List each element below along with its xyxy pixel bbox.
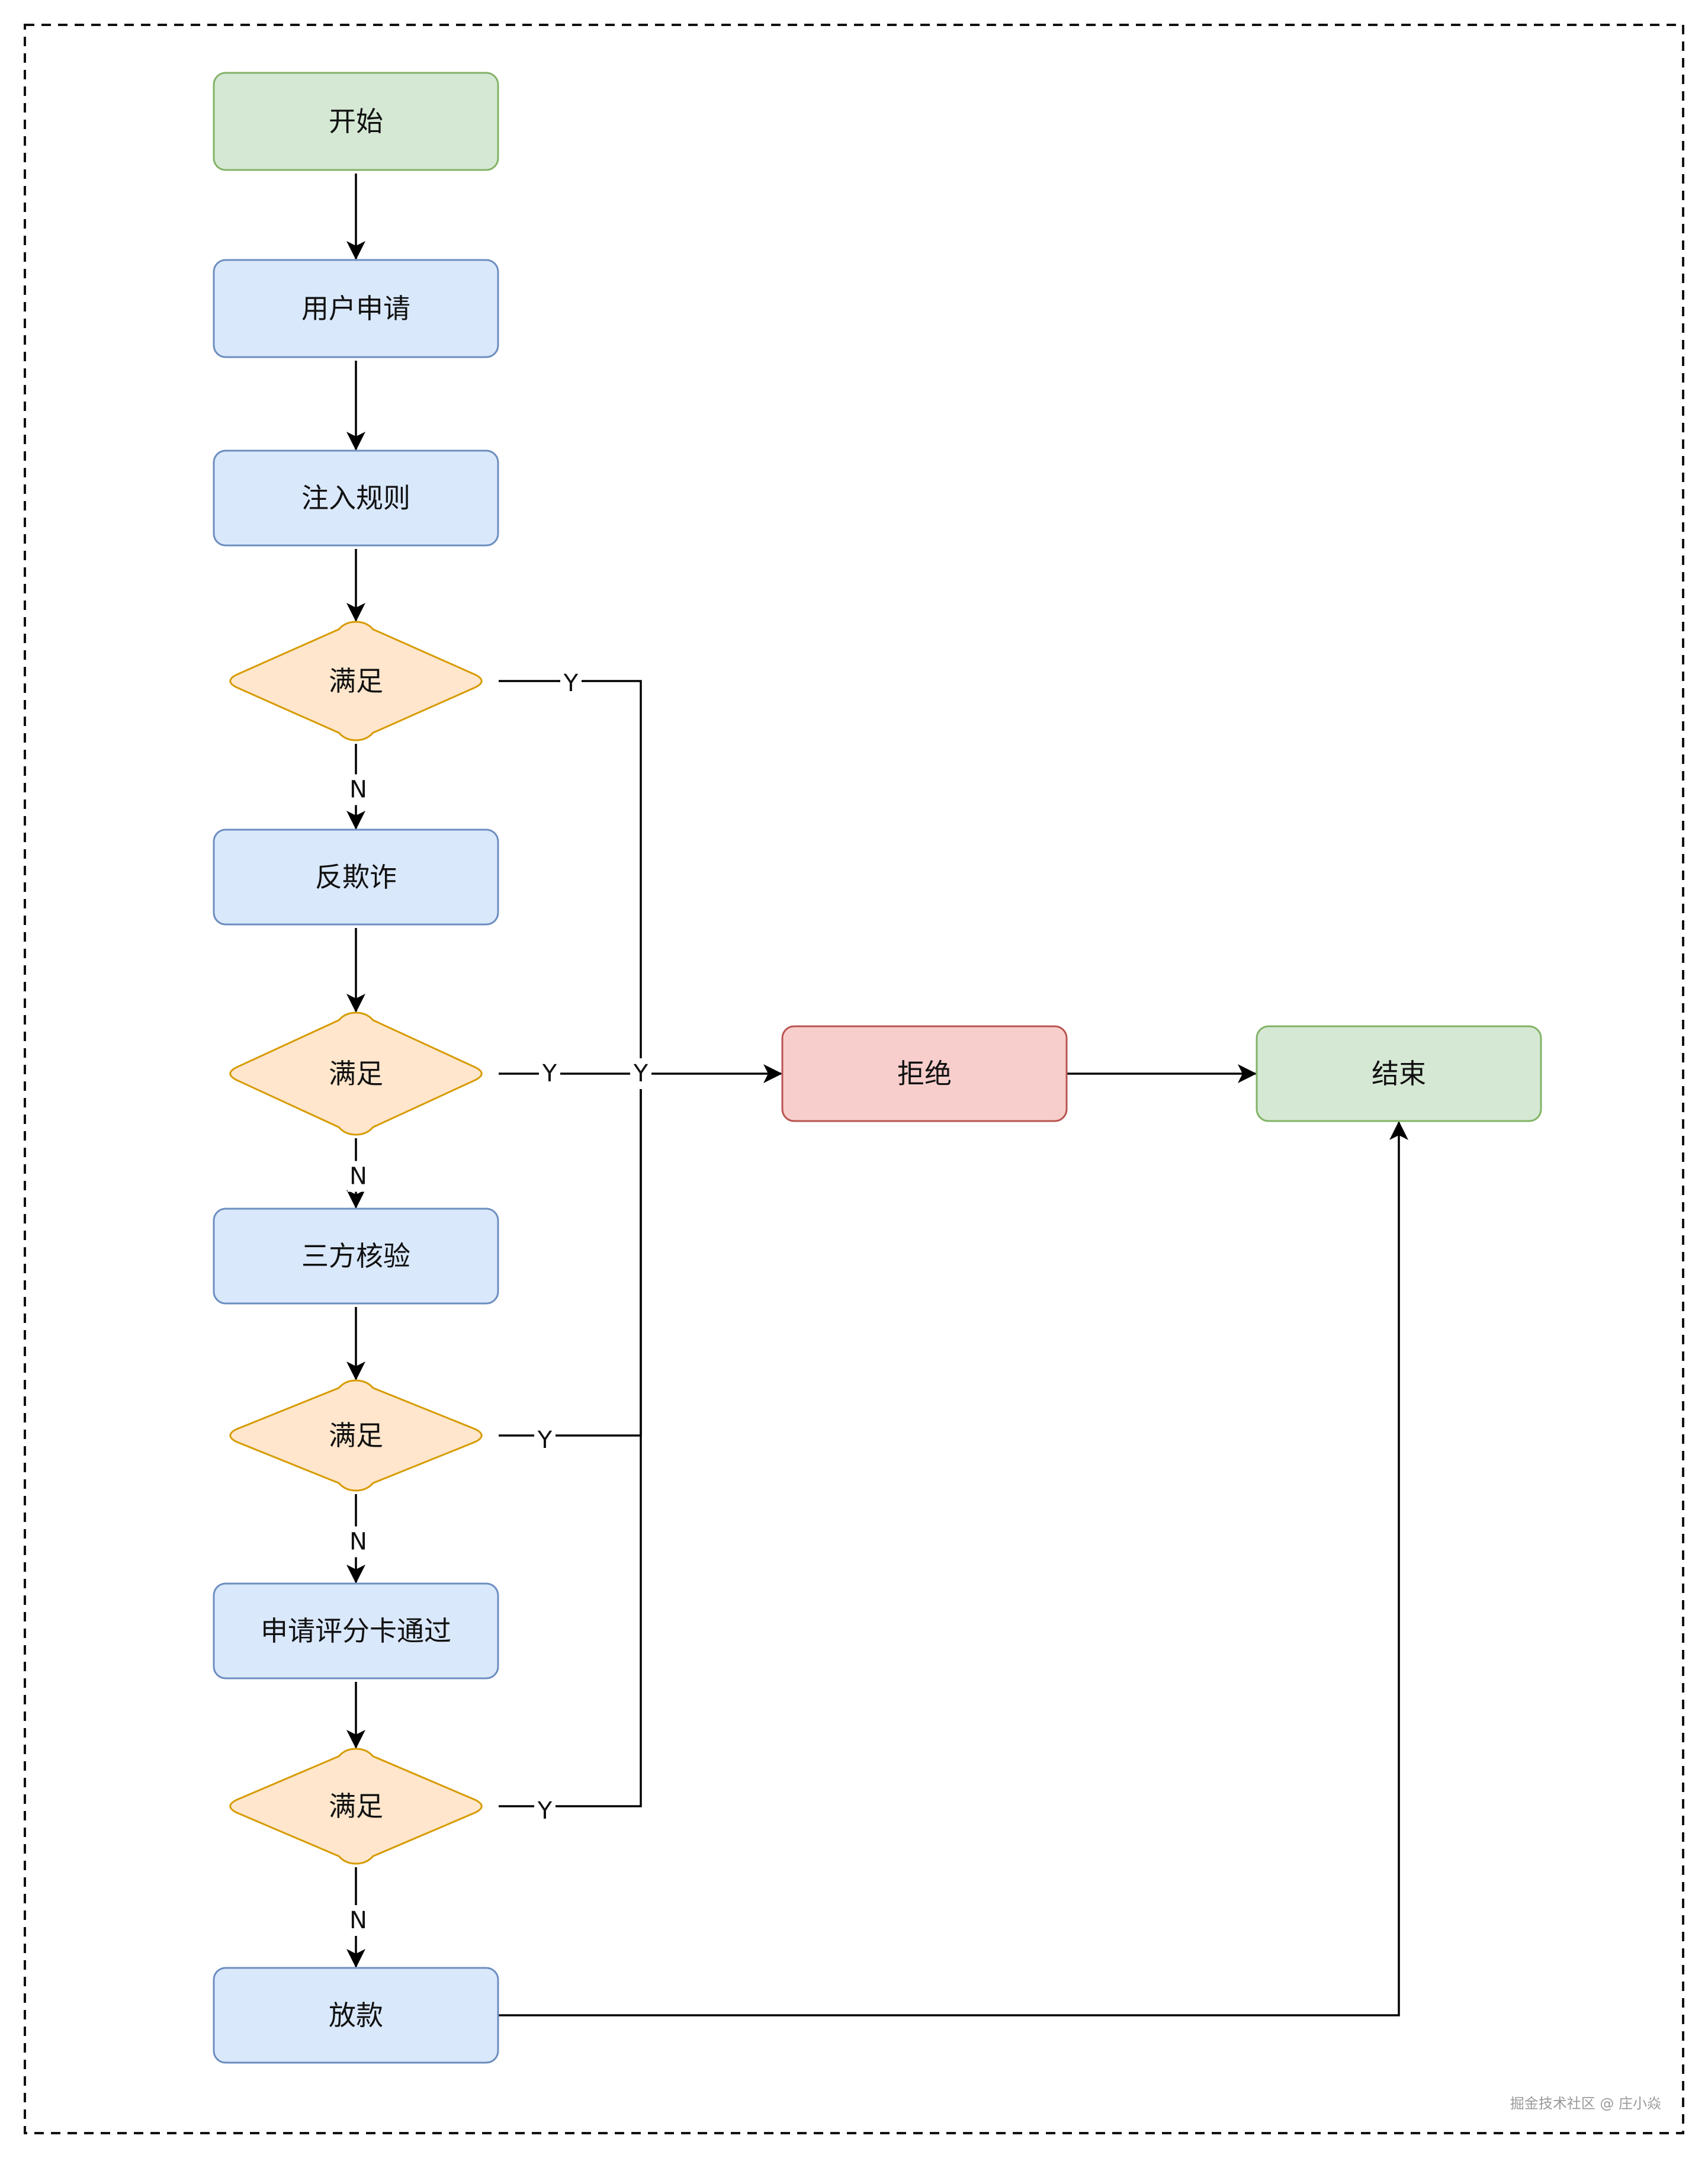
node-scorecard-label: 申请评分卡通过 (261, 1615, 451, 1647)
node-decision4: 满足 (229, 1748, 483, 1865)
edge-decision4-reject-label-bg (534, 1796, 556, 1826)
node-decision1-label: 满足 (329, 665, 383, 697)
node-loan-shape (213, 1967, 499, 2064)
node-loan-label: 放款 (329, 1999, 383, 2031)
nodes-layer: 开始用户申请注入规则满足反欺诈满足三方核验满足申请评分卡通过满足放款拒绝结束 (213, 72, 1542, 2064)
node-decision2-shape (229, 1011, 483, 1136)
node-end: 结束 (1256, 1025, 1542, 1122)
node-decision4-shape (229, 1748, 483, 1865)
edge-decision1-reject-label-2-bg (630, 1058, 651, 1089)
node-reject-label: 拒绝 (897, 1058, 952, 1090)
node-antifraud: 反欺诈 (213, 828, 499, 926)
node-verify: 三方核验 (213, 1208, 499, 1305)
node-rules: 注入规则 (213, 449, 499, 547)
node-apply: 用户申请 (213, 259, 499, 358)
edge-decision4-reject-label: Y (537, 1797, 553, 1825)
edge-decision2-verify-label-bg (348, 1161, 369, 1192)
node-loan: 放款 (213, 1967, 499, 2064)
edge-decision3-reject-label-bg (534, 1425, 556, 1456)
node-decision2: 满足 (229, 1011, 483, 1136)
edge-decision4-loan-label-bg (348, 1905, 369, 1936)
edge-decision4-loan-label: N (349, 1907, 367, 1934)
node-decision1: 满足 (229, 621, 483, 741)
node-antifraud-label: 反欺诈 (315, 861, 397, 893)
node-end-shape (1256, 1025, 1542, 1122)
edge-decision1-antifraud-label-bg (348, 774, 369, 805)
edge-labels-layer: N N N N Y Y Y Y Y (348, 668, 651, 1936)
node-end-label: 结束 (1372, 1058, 1426, 1090)
edge-decision4-reject (499, 1074, 642, 1807)
node-scorecard: 申请评分卡通过 (213, 1582, 499, 1679)
node-decision2-label: 满足 (329, 1058, 383, 1090)
edge-decision2-verify-label: N (349, 1163, 367, 1190)
edge-decision1-antifraud-label: N (349, 776, 367, 804)
node-reject: 拒绝 (781, 1025, 1068, 1122)
node-decision4-label: 满足 (329, 1790, 383, 1822)
edge-decision1-reject-label-2: Y (633, 1060, 648, 1087)
edge-decision3-reject (499, 1074, 642, 1437)
edge-decision2-reject-label-bg (539, 1058, 560, 1089)
node-antifraud-shape (213, 828, 499, 926)
node-decision3-label: 满足 (329, 1420, 383, 1451)
node-apply-label: 用户申请 (301, 293, 410, 325)
node-scorecard-shape (213, 1582, 499, 1679)
node-start-shape (213, 72, 499, 171)
edge-decision1-reject-label-bg (560, 668, 582, 699)
node-decision1-shape (229, 621, 483, 741)
watermark: 掘金技术社区 @ 庄小焱 (1510, 2095, 1661, 2112)
node-start: 开始 (213, 72, 499, 171)
edge-decision3-scorecard-label-bg (348, 1526, 369, 1558)
diagram-frame (24, 24, 1684, 2134)
node-decision3-shape (229, 1379, 483, 1492)
node-decision3: 满足 (229, 1379, 483, 1492)
edge-decision1-reject (499, 680, 642, 1074)
edge-decision2-reject-label: Y (542, 1060, 557, 1087)
edge-decision1-reject-label: Y (563, 670, 579, 697)
node-apply-shape (213, 259, 499, 358)
node-verify-label: 三方核验 (301, 1240, 410, 1272)
node-reject-shape (781, 1025, 1068, 1122)
edge-loan-end (498, 1121, 1408, 2016)
node-rules-label: 注入规则 (301, 482, 410, 514)
edge-decision3-scorecard-label: N (349, 1528, 367, 1556)
node-verify-shape (213, 1208, 499, 1305)
node-rules-shape (213, 449, 499, 547)
node-start-label: 开始 (329, 105, 383, 137)
edge-decision3-reject-label: Y (537, 1427, 553, 1454)
